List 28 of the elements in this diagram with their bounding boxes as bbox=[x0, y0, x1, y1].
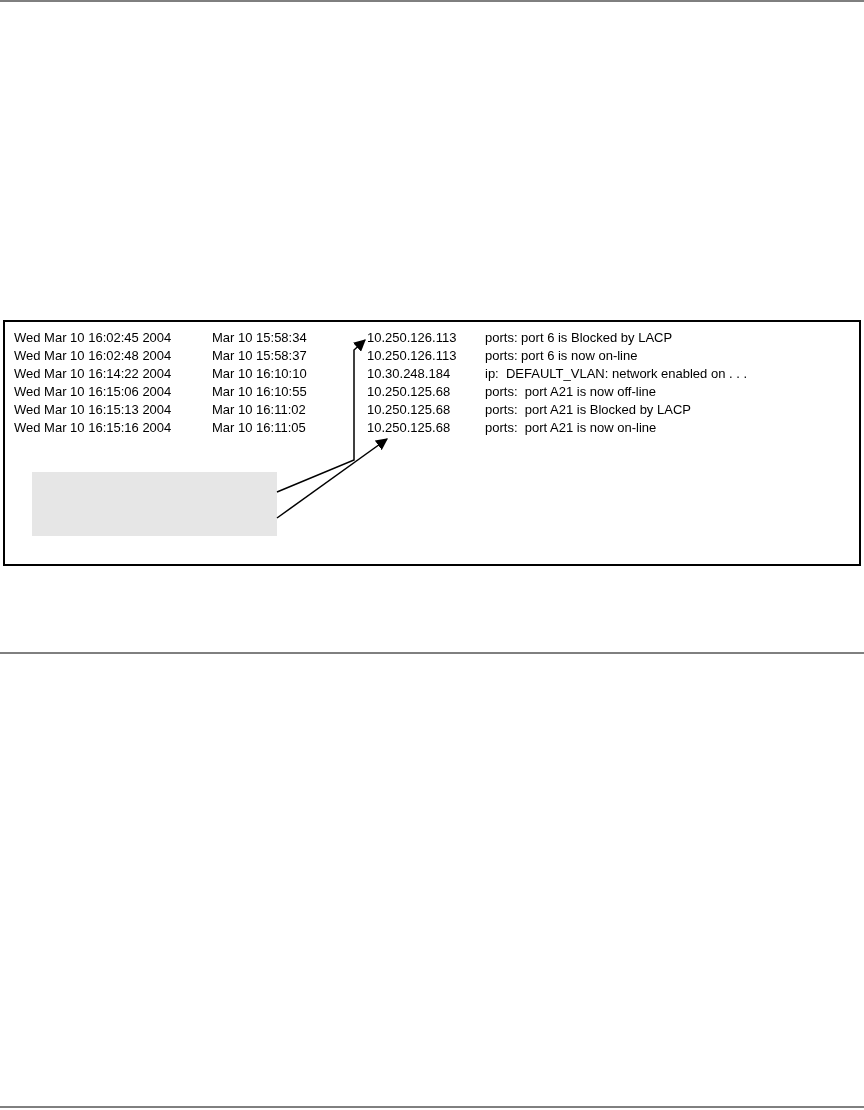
log-message: ip: DEFAULT_VLAN: network enabled on . . . bbox=[485, 366, 748, 382]
log-message: ports: port A21 is now off-line bbox=[485, 384, 657, 400]
ip-address: 10.250.126.113 bbox=[367, 348, 457, 364]
blank-callout-box bbox=[32, 472, 277, 536]
timestamp: Wed Mar 10 16:02:45 2004 bbox=[14, 330, 172, 346]
log-message: ports: port 6 is Blocked by LACP bbox=[485, 330, 673, 346]
timestamp: Mar 10 16:11:05 bbox=[212, 420, 306, 436]
timestamp: Wed Mar 10 16:02:48 2004 bbox=[14, 348, 172, 364]
ip-address: 10.250.126.113 bbox=[367, 330, 467, 346]
timestamp: Mar 10 16:11:02 bbox=[212, 402, 306, 418]
timestamp: Mar 10 16:10:10 bbox=[212, 366, 307, 382]
timestamp: Mar 10 15:58:37 bbox=[212, 348, 307, 364]
timestamp: Mar 10 16:10:55 bbox=[212, 384, 307, 400]
ip-address: 10.30.248.184 bbox=[367, 366, 451, 382]
arrow bbox=[276, 339, 366, 493]
timestamp: Wed Mar 10 16:15:06 2004 bbox=[14, 384, 172, 400]
timestamp: Wed Mar 10 16:15:16 2004 bbox=[14, 420, 172, 436]
log-panel bbox=[3, 320, 861, 566]
ip-address: 10.250.125.68 bbox=[367, 420, 459, 436]
log-message: ports: port A21 is now on-line bbox=[485, 420, 657, 436]
timestamp: Mar 10 15:58:34 bbox=[212, 330, 307, 346]
ip-address: 10.250.125.68 bbox=[367, 384, 451, 400]
log-message: ports: port A21 is Blocked by LACP bbox=[485, 402, 691, 418]
ip-address: 10.250.125.68 bbox=[367, 402, 451, 418]
timestamp: Wed Mar 10 16:14:22 2004 bbox=[14, 366, 172, 382]
timestamp: Wed Mar 10 16:15:13 2004 bbox=[14, 402, 172, 418]
log-message: ports: port 6 is now on-line bbox=[485, 348, 638, 364]
arrow bbox=[276, 438, 388, 519]
